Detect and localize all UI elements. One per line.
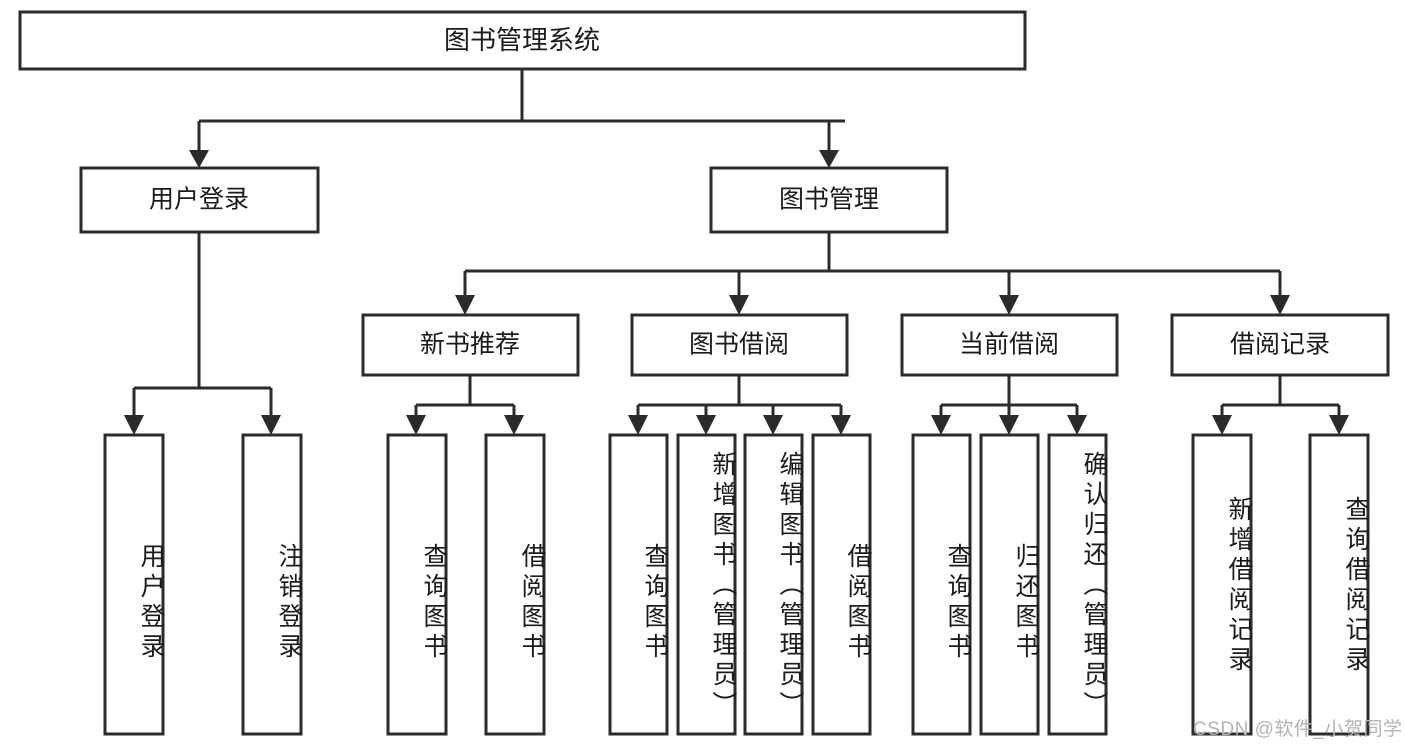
- leaf-book-borrow-1[interactable]: [676, 433, 737, 736]
- node-book-borrow-label: 图书借阅: [689, 331, 789, 359]
- leaf-book-borrow-3[interactable]: [811, 433, 872, 736]
- connector-book-management-to-level2: [455, 232, 1290, 315]
- node-borrow-record[interactable]: [1170, 313, 1390, 377]
- leaf-book-borrow-2[interactable]: [743, 433, 804, 736]
- node-current-borrow[interactable]: [900, 313, 1119, 377]
- leaf-current-borrow-1[interactable]: [979, 433, 1040, 736]
- connector-new-book-to-leaves: [406, 375, 524, 435]
- leaf-new-book-0[interactable]: [386, 433, 448, 736]
- node-book-management-label: 图书管理: [779, 186, 879, 214]
- node-current-borrow-label: 当前借阅: [959, 331, 1059, 359]
- node-book-management[interactable]: [709, 166, 949, 234]
- node-root[interactable]: [18, 10, 1027, 71]
- node-book-borrow[interactable]: [630, 313, 849, 377]
- leaf-current-borrow-2[interactable]: [1047, 433, 1108, 736]
- connector-user-login-to-leaves: [124, 232, 281, 435]
- connector-book-borrow-to-leaves: [628, 375, 851, 435]
- connector-root-to-level1: [189, 69, 845, 168]
- leaf-user-login-0[interactable]: [103, 433, 165, 736]
- node-new-book-recommend-label: 新书推荐: [420, 331, 520, 359]
- leaf-book-borrow-0[interactable]: [608, 433, 669, 736]
- leaf-user-login-1[interactable]: [241, 433, 303, 736]
- leaf-new-book-1[interactable]: [484, 433, 546, 736]
- node-root-label: 图书管理系统: [444, 25, 600, 55]
- connector-borrow-record-to-leaves: [1212, 375, 1349, 435]
- watermark-text: CSDN @软件_小贺同学: [1193, 719, 1403, 740]
- node-user-login[interactable]: [79, 166, 320, 234]
- node-new-book-recommend[interactable]: [361, 313, 580, 377]
- node-user-login-label: 用户登录: [149, 186, 249, 214]
- node-borrow-record-label: 借阅记录: [1230, 331, 1330, 359]
- connector-current-borrow-to-leaves: [931, 375, 1087, 435]
- leaf-current-borrow-0[interactable]: [911, 433, 972, 736]
- leaf-borrow-record-0[interactable]: [1191, 433, 1253, 736]
- leaf-borrow-record-1[interactable]: [1308, 433, 1370, 736]
